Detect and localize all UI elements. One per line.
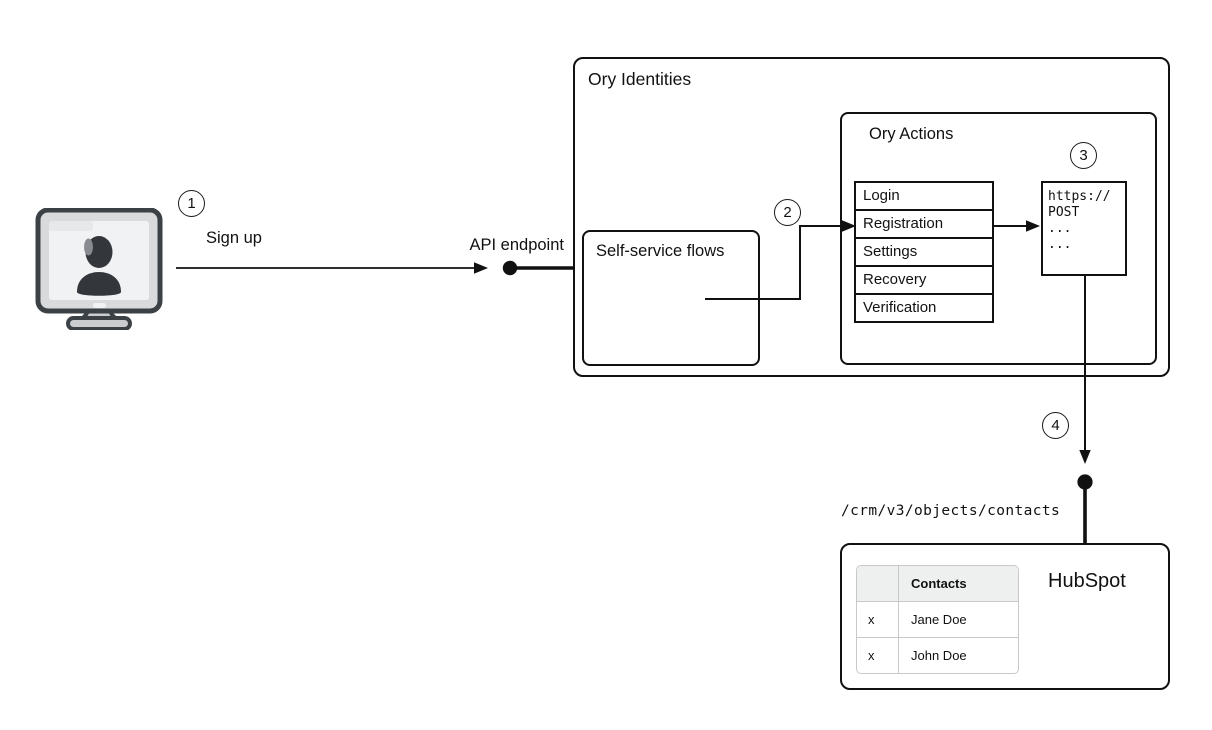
step-number: 3 bbox=[1079, 147, 1088, 164]
contacts-table-row: x John Doe bbox=[857, 638, 1018, 673]
ory-identities-box: Ory Identities bbox=[573, 57, 1170, 377]
hubspot-title: HubSpot bbox=[1048, 570, 1126, 592]
api-endpoint-dot bbox=[502, 260, 518, 276]
self-service-flows-title: Self-service flows bbox=[596, 242, 725, 260]
self-service-flows-box: Self-service flows bbox=[582, 230, 760, 366]
contact-mark-cell: x bbox=[857, 602, 899, 637]
contacts-table: Contacts x Jane Doe x John Doe bbox=[856, 565, 1019, 674]
webhook-request-box: https:// POST ... ... bbox=[1041, 181, 1127, 276]
step-number: 1 bbox=[187, 195, 196, 212]
hubspot-endpoint-dot bbox=[1077, 474, 1093, 490]
contacts-table-row: x Jane Doe bbox=[857, 602, 1018, 638]
user-computer-icon bbox=[35, 208, 163, 330]
api-endpoint-label: API endpoint bbox=[469, 236, 565, 254]
sign-up-label: Sign up bbox=[206, 229, 262, 247]
webhook-request-code: https:// POST ... ... bbox=[1048, 189, 1111, 252]
step-number: 4 bbox=[1051, 417, 1060, 434]
hubspot-arrowhead bbox=[1079, 450, 1091, 464]
step-marker-2: 2 bbox=[774, 199, 801, 226]
contact-mark-cell: x bbox=[857, 638, 899, 673]
flow-item-login: Login bbox=[854, 181, 994, 211]
flow-item-registration: Registration bbox=[854, 209, 994, 239]
ory-actions-title: Ory Actions bbox=[869, 125, 954, 143]
signup-arrowhead bbox=[474, 262, 488, 274]
step-marker-1: 1 bbox=[178, 190, 205, 217]
contacts-table-header-row: Contacts bbox=[857, 566, 1018, 602]
flow-item-verification: Verification bbox=[854, 293, 994, 323]
hubspot-box: HubSpot Contacts x Jane Doe x John Doe bbox=[840, 543, 1170, 690]
ory-identities-title: Ory Identities bbox=[588, 69, 692, 89]
contact-name-cell: John Doe bbox=[911, 648, 967, 663]
contact-name-cell: Jane Doe bbox=[911, 612, 967, 627]
contacts-header-cell: Contacts bbox=[911, 576, 967, 591]
ory-actions-box: Ory Actions bbox=[840, 112, 1157, 365]
step-marker-4: 4 bbox=[1042, 412, 1069, 439]
flow-item-settings: Settings bbox=[854, 237, 994, 267]
flow-type-list: Login Registration Settings Recovery Ver… bbox=[854, 181, 994, 323]
step-marker-3: 3 bbox=[1070, 142, 1097, 169]
crm-endpoint-label: /crm/v3/objects/contacts bbox=[841, 503, 1061, 519]
contacts-header-spacer-cell bbox=[857, 566, 899, 601]
step-number: 2 bbox=[783, 204, 792, 221]
flow-item-recovery: Recovery bbox=[854, 265, 994, 295]
